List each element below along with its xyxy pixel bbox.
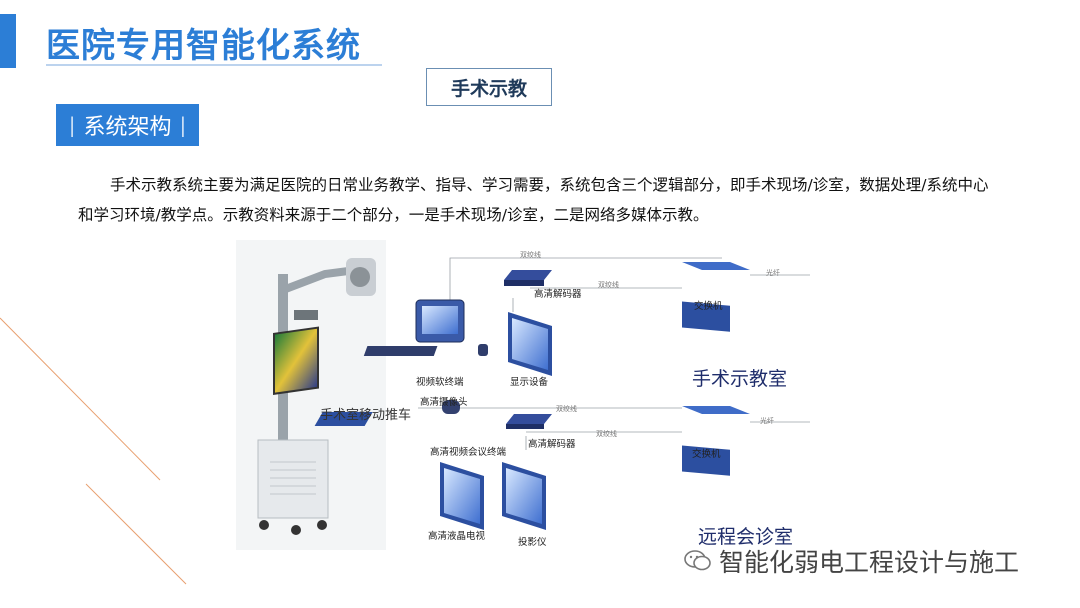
bottom-cable-fiber-label: 光纤 [760,417,774,425]
bottom-cable-twisted-label-2: 双绞线 [596,430,617,438]
watermark: 智能化弱电工程设计与施工 [683,543,1019,579]
top-switch-label: 交换机 [694,301,723,312]
bottom-switch-label: 交换机 [692,449,721,460]
top-display-label: 显示设备 [510,377,549,388]
watermark-text: 智能化弱电工程设计与施工 [719,548,1020,577]
projector-label: 投影仪 [518,537,547,548]
surgery-teaching-room-label: 手术示教室 [692,368,788,390]
top-cable-twisted-label-2: 双绞线 [598,281,619,289]
architecture-diagram: 手术室移动推车 视频软终端 高清解码器 显示设备 交换机 双绞线 双绞线 光纤 … [230,240,830,560]
hd-camera-label: 高清摄像头 [420,397,468,408]
system-architecture-label: | 系统架构 | [56,104,199,146]
section-title: 手术示教 [450,77,527,100]
video-conference-terminal-label: 高清视频会议终端 [430,447,507,458]
hd-tv-label: 高清液晶电视 [428,531,486,542]
diagram-graphics [236,240,810,550]
section-title-box: 手术示教 [426,68,552,106]
top-decoder-label: 高清解码器 [534,289,582,300]
cart-label: 手术室移动推车 [320,408,412,423]
page-title: 医院专用智能化系统 [46,26,361,66]
bottom-cable-twisted-label: 双绞线 [556,405,577,413]
top-cable-fiber-label: 光纤 [766,269,780,277]
bottom-decoder-label: 高清解码器 [528,439,576,450]
wechat-icon [684,550,711,571]
top-cable-twisted-label: 双绞线 [520,251,541,259]
architecture-label-text: 系统架构 [83,115,172,140]
label-separator-left: | [68,113,76,137]
pc-terminal-graphic [363,299,488,356]
description-paragraph: 手术示教系统主要为满足医院的日常业务教学、指导、学习需要，系统包含三个逻辑部分，… [78,176,989,224]
remote-consultation-room-label: 远程会诊室 [698,526,794,548]
accent-bar [0,14,16,68]
pc-terminal-label: 视频软终端 [416,377,464,388]
title-divider [46,64,382,66]
label-separator-right: | [179,113,187,137]
surgery-cart-illustration [236,240,386,550]
hd-camera-graphic [314,400,460,426]
